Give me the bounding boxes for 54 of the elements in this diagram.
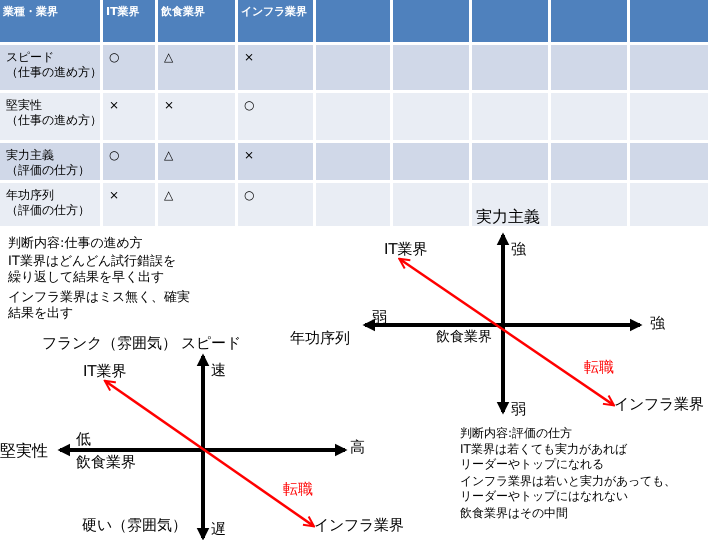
rating-symbol: △: [164, 148, 174, 163]
note-text: 飲食業界はその中間: [460, 506, 568, 521]
row-header: （評価の仕方）: [6, 203, 90, 218]
rating-symbol: △: [164, 188, 174, 203]
row-header: （仕事の進め方）: [6, 113, 102, 128]
edge-label: 転職: [283, 480, 313, 499]
edge-label: 転職: [584, 358, 614, 377]
note-text: インフラ業界はミス無く、確実結果を出す: [8, 290, 191, 322]
axis-label: 弱: [511, 400, 526, 419]
rating-symbol: ×: [164, 98, 174, 113]
row-header: （評価の仕方）: [6, 163, 90, 178]
axis-label: フランク（雰囲気）: [42, 334, 177, 353]
rating-symbol: ×: [109, 188, 120, 203]
industry-label: インフラ業界: [314, 516, 404, 535]
axis-label: 飲食業界: [76, 453, 136, 472]
industry-label: IT業界: [83, 362, 127, 381]
note-text: インフラ業界は若いと実力があっても、リーダーやトップにはなれない: [460, 474, 677, 504]
note-text: 判断内容:評価の仕方: [460, 426, 572, 441]
row-header: 年功序列: [6, 188, 54, 203]
axis-label: 実力主義: [476, 207, 540, 227]
row-header: スピード: [6, 50, 54, 65]
axis-label: 遅: [211, 520, 226, 539]
rating-symbol: △: [164, 50, 174, 65]
rating-symbol: ○: [109, 50, 120, 65]
note-text: IT業界は若くても実力があればリーダーやトップになれる: [460, 442, 628, 472]
industry-label: IT業界: [384, 240, 428, 259]
row-header: 堅実性: [6, 98, 42, 113]
double-arrow: [104, 380, 315, 528]
axis-label: 飲食業界: [436, 329, 492, 346]
axis-label: 高: [350, 438, 365, 457]
column-header: 飲食業界: [161, 5, 205, 19]
axis-label: 速: [211, 361, 226, 380]
rating-symbol: ○: [109, 148, 120, 163]
note-text: 判断内容:仕事の進め方: [8, 236, 142, 252]
column-header: インフラ業界: [241, 5, 307, 19]
column-header: 業種・業界: [3, 5, 58, 19]
rating-symbol: ×: [244, 50, 254, 65]
column-header: IT業界: [106, 5, 140, 19]
axis-label: 強: [650, 314, 665, 333]
row-header: 実力主義: [6, 148, 54, 163]
double-arrow: [398, 258, 615, 406]
axis-label: 堅実性: [0, 441, 48, 461]
axis-label: 年功序列: [290, 329, 350, 348]
rating-symbol: ○: [244, 98, 254, 113]
axis-label: 低: [76, 430, 91, 449]
axis-label: スピード: [181, 334, 241, 353]
axis-label: 硬い（雰囲気）: [82, 516, 187, 535]
axis-label: 強: [511, 240, 526, 259]
industry-label: インフラ業界: [614, 395, 704, 414]
note-text: IT業界はどんどん試行錯誤を繰り返して結果を早く出す: [8, 254, 177, 286]
rating-symbol: ○: [244, 188, 254, 203]
rating-symbol: ×: [244, 148, 254, 163]
rating-symbol: ×: [109, 98, 120, 113]
row-header: （仕事の進め方）: [6, 65, 102, 80]
